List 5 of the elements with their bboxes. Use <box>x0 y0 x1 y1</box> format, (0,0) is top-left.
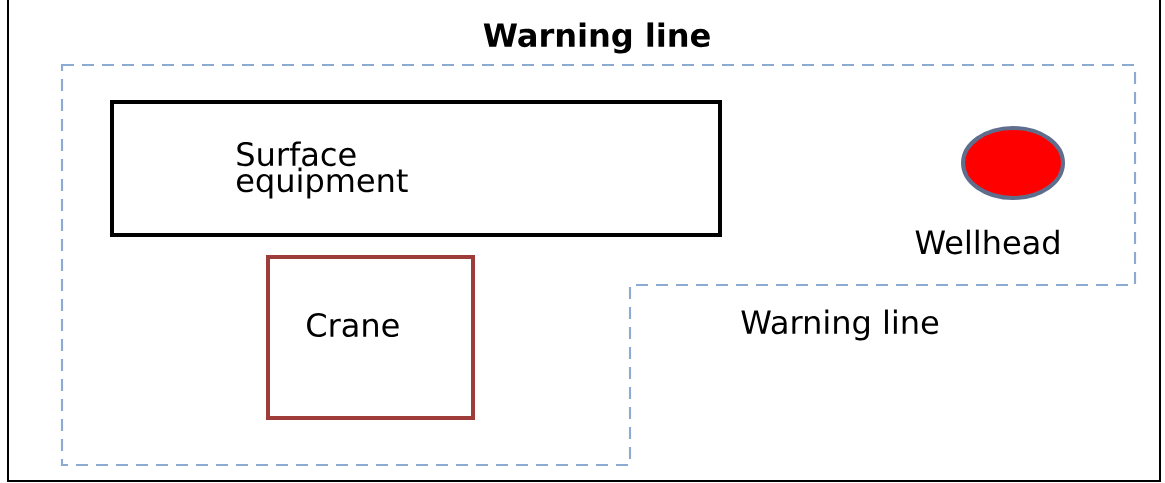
zone-label: Warning line <box>741 309 939 341</box>
equipment-box: Crane <box>266 255 475 420</box>
marker-label: Wellhead <box>915 229 1059 255</box>
heading: Warning line <box>483 22 710 54</box>
equipment-box: Surface equipment <box>110 100 722 237</box>
